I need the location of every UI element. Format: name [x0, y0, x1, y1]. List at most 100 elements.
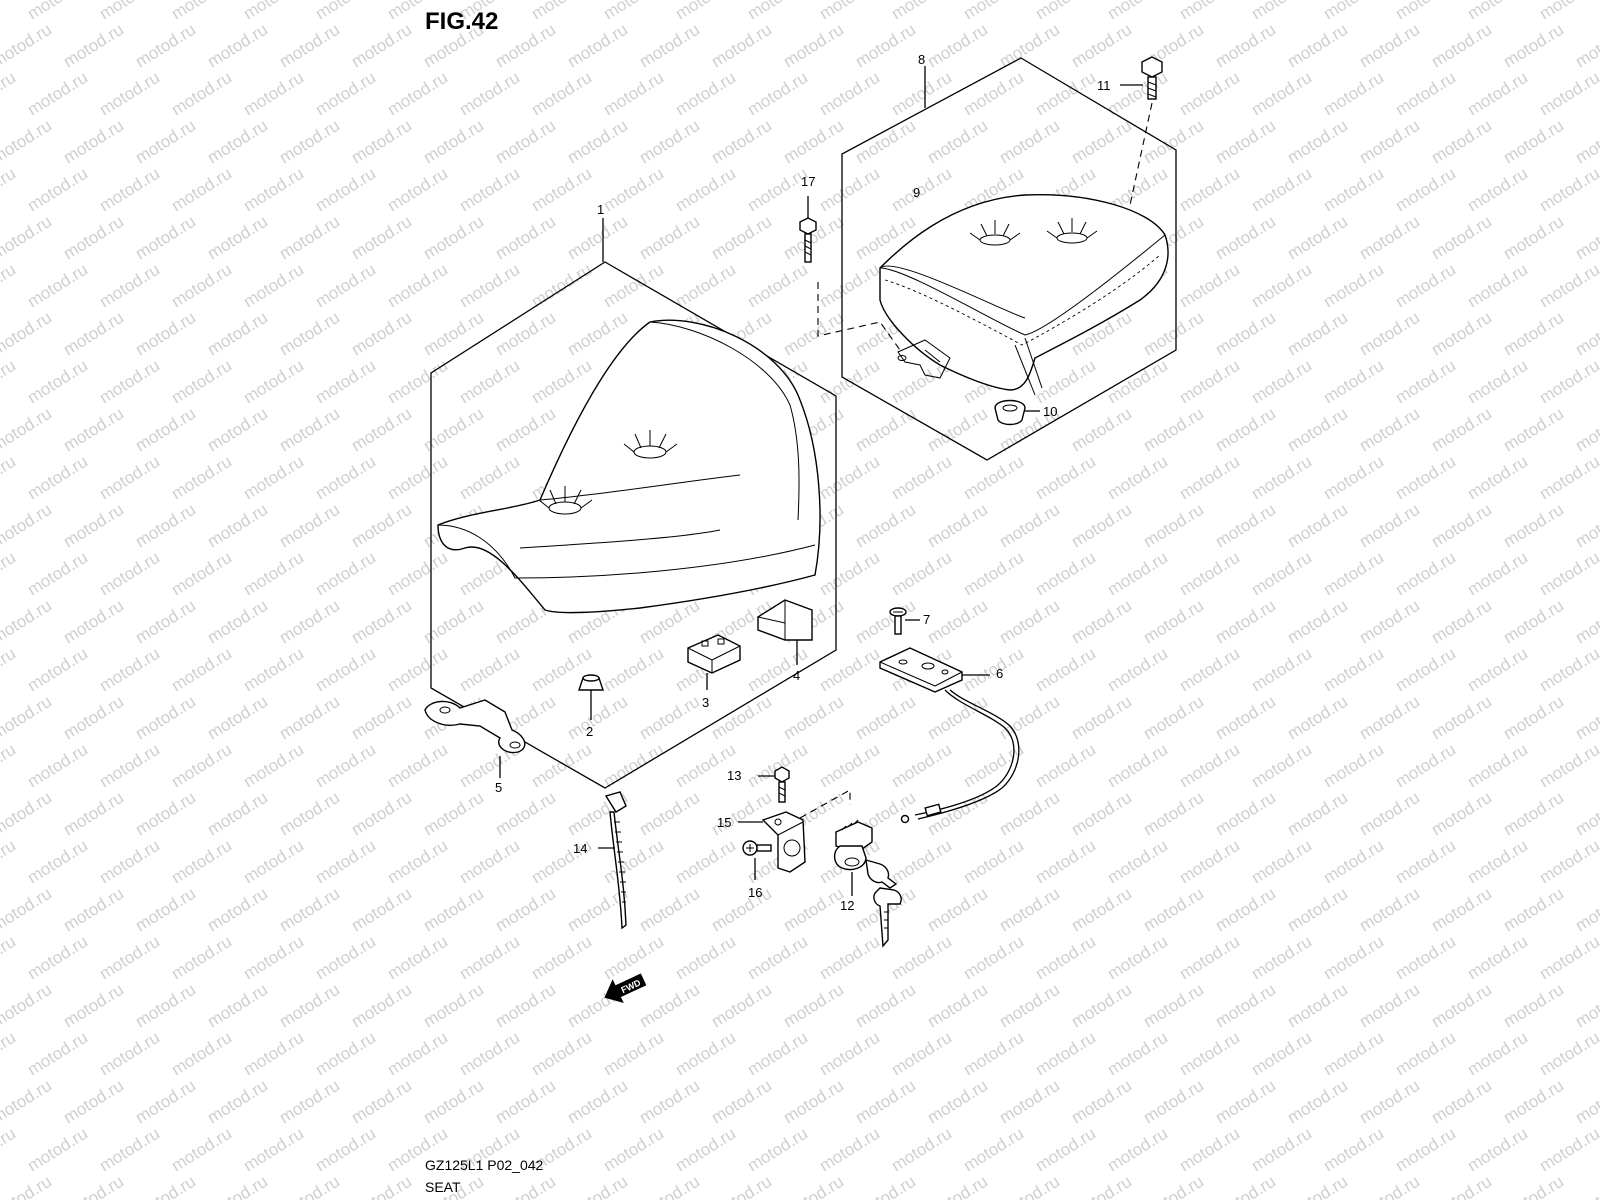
- watermark-text: motod.ru: [636, 1172, 703, 1200]
- watermark-text: motod.ru: [1212, 212, 1279, 264]
- watermark-text: motod.ru: [852, 500, 919, 552]
- watermark-text: motod.ru: [1500, 980, 1567, 1032]
- watermark-text: motod.ru: [924, 116, 991, 168]
- watermark-text: motod.ru: [0, 1028, 19, 1080]
- watermark-text: motod.ru: [312, 932, 379, 984]
- figure-name: SEAT: [425, 1179, 461, 1195]
- watermark-text: motod.ru: [1284, 980, 1351, 1032]
- watermark-text: motod.ru: [1464, 740, 1531, 792]
- watermark-text: motod.ru: [60, 596, 127, 648]
- watermark-text: motod.ru: [60, 1172, 127, 1200]
- watermark-text: motod.ru: [1536, 548, 1600, 600]
- watermark-text: motod.ru: [168, 0, 235, 23]
- watermark-text: motod.ru: [456, 68, 523, 120]
- watermark-text: motod.ru: [672, 740, 739, 792]
- watermark-text: motod.ru: [96, 740, 163, 792]
- watermark-text: motod.ru: [312, 164, 379, 216]
- watermark-text: motod.ru: [384, 68, 451, 120]
- watermark-text: motod.ru: [1176, 356, 1243, 408]
- watermark-text: motod.ru: [1356, 116, 1423, 168]
- watermark-text: motod.ru: [60, 692, 127, 744]
- watermark-text: motod.ru: [528, 932, 595, 984]
- watermark-text: motod.ru: [1140, 404, 1207, 456]
- watermark-text: motod.ru: [564, 1172, 631, 1200]
- watermark-text: motod.ru: [240, 260, 307, 312]
- watermark-text: motod.ru: [1248, 356, 1315, 408]
- watermark-text: motod.ru: [1176, 644, 1243, 696]
- watermark-text: motod.ru: [1248, 644, 1315, 696]
- watermark-text: motod.ru: [1284, 596, 1351, 648]
- watermark-text: motod.ru: [240, 356, 307, 408]
- watermark-text: motod.ru: [276, 308, 343, 360]
- watermark-text: motod.ru: [348, 980, 415, 1032]
- watermark-text: motod.ru: [1320, 1028, 1387, 1080]
- watermark-text: motod.ru: [276, 692, 343, 744]
- watermark-text: motod.ru: [60, 980, 127, 1032]
- watermark-text: motod.ru: [1104, 740, 1171, 792]
- watermark-text: motod.ru: [420, 788, 487, 840]
- watermark-text: motod.ru: [1392, 740, 1459, 792]
- watermark-text: motod.ru: [1536, 740, 1600, 792]
- watermark-text: motod.ru: [1536, 164, 1600, 216]
- watermark-text: motod.ru: [1140, 1172, 1207, 1200]
- watermark-text: motod.ru: [1140, 116, 1207, 168]
- watermark-text: motod.ru: [24, 548, 91, 600]
- watermark-text: motod.ru: [708, 20, 775, 72]
- watermark-text: motod.ru: [924, 884, 991, 936]
- watermark-text: motod.ru: [384, 740, 451, 792]
- watermark-text: motod.ru: [564, 1076, 631, 1128]
- lock-bracket-screw: [742, 840, 772, 880]
- watermark-text: motod.ru: [960, 1124, 1027, 1176]
- watermark-text: motod.ru: [1212, 116, 1279, 168]
- watermark-text: motod.ru: [312, 1124, 379, 1176]
- watermark-text: motod.ru: [1536, 1124, 1600, 1176]
- watermark-text: motod.ru: [1248, 0, 1315, 23]
- watermark-text: motod.ru: [600, 0, 667, 23]
- watermark-text: motod.ru: [708, 116, 775, 168]
- watermark-text: motod.ru: [492, 1076, 559, 1128]
- watermark-text: motod.ru: [528, 0, 595, 23]
- watermark-text: motod.ru: [384, 1028, 451, 1080]
- watermark-text: motod.ru: [1284, 116, 1351, 168]
- watermark-text: motod.ru: [1140, 1076, 1207, 1128]
- watermark-text: motod.ru: [528, 356, 595, 408]
- cable-tie: [598, 791, 627, 930]
- watermark-text: motod.ru: [960, 836, 1027, 888]
- watermark-text: motod.ru: [600, 740, 667, 792]
- watermark-text: motod.ru: [384, 452, 451, 504]
- watermark-text: motod.ru: [1104, 1124, 1171, 1176]
- watermark-text: motod.ru: [1392, 836, 1459, 888]
- watermark-text: motod.ru: [780, 980, 847, 1032]
- watermark-text: motod.ru: [132, 1076, 199, 1128]
- watermark-text: motod.ru: [996, 1172, 1063, 1200]
- watermark-text: motod.ru: [780, 692, 847, 744]
- callout-7: 7: [923, 612, 930, 627]
- watermark-text: motod.ru: [0, 212, 55, 264]
- watermark-text: motod.ru: [1284, 308, 1351, 360]
- callout-2: 2: [586, 724, 593, 739]
- watermark-text: motod.ru: [600, 260, 667, 312]
- watermark-text: motod.ru: [132, 212, 199, 264]
- watermark-text: motod.ru: [744, 1124, 811, 1176]
- watermark-text: motod.ru: [240, 1124, 307, 1176]
- callout-3: 3: [702, 695, 709, 710]
- watermark-text: motod.ru: [1572, 116, 1600, 168]
- watermark-text: motod.ru: [816, 68, 883, 120]
- watermark-text: motod.ru: [132, 308, 199, 360]
- watermark-text: motod.ru: [996, 884, 1063, 936]
- watermark-text: motod.ru: [960, 0, 1027, 23]
- watermark-text: motod.ru: [456, 164, 523, 216]
- watermark-text: motod.ru: [1320, 644, 1387, 696]
- watermark-text: motod.ru: [420, 884, 487, 936]
- watermark-text: motod.ru: [492, 980, 559, 1032]
- watermark-text: motod.ru: [1248, 1124, 1315, 1176]
- watermark-text: motod.ru: [0, 20, 55, 72]
- watermark-text: motod.ru: [1392, 548, 1459, 600]
- watermark-text: motod.ru: [24, 0, 91, 23]
- watermark-text: motod.ru: [312, 836, 379, 888]
- watermark-text: motod.ru: [168, 836, 235, 888]
- watermark-text: motod.ru: [492, 308, 559, 360]
- watermark-text: motod.ru: [168, 260, 235, 312]
- watermark-text: motod.ru: [1176, 0, 1243, 23]
- watermark-text: motod.ru: [1500, 500, 1567, 552]
